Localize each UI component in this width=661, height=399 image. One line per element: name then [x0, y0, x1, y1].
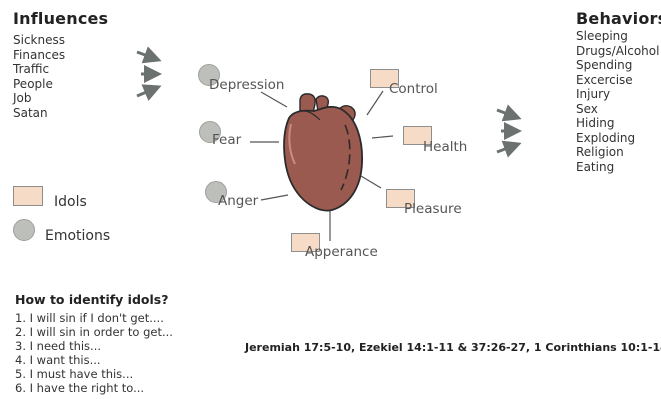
influence-arrows: [137, 52, 156, 96]
arrow-right-3: [497, 145, 516, 152]
connector-depression: [261, 92, 287, 107]
behaviors-title: Behaviors: [576, 9, 661, 28]
emotion-label-anger: Anger: [218, 193, 258, 209]
arrow-left-3: [137, 88, 156, 96]
howto-item: 2. I will sin in order to get...: [15, 325, 173, 339]
behavior-item: Sex: [576, 102, 659, 117]
howto-item: 5. I must have this...: [15, 367, 173, 381]
influence-item: Finances: [13, 48, 65, 63]
howto-item: 3. I need this...: [15, 339, 173, 353]
howto-item: 6. I have the right to...: [15, 381, 173, 395]
influences-title: Influences: [13, 9, 108, 28]
heart-icon: [284, 94, 362, 211]
connector-pleasure: [361, 176, 381, 188]
legend-emotions-label: Emotions: [45, 228, 110, 244]
idol-label-pleasure: Pleasure: [404, 201, 462, 217]
emotion-label-depression: Depression: [209, 77, 284, 93]
connector-control: [367, 91, 383, 115]
behavior-item: Exploding: [576, 131, 659, 146]
arrow-left-1: [137, 52, 156, 59]
howto-list: 1. I will sin if I don't get.... 2. I wi…: [15, 311, 173, 395]
howto-item: 1. I will sin if I don't get....: [15, 311, 173, 325]
behavior-item: Excercise: [576, 73, 659, 88]
legend-idol-swatch: [13, 186, 43, 206]
behavior-item: Injury: [576, 87, 659, 102]
influence-item: Satan: [13, 106, 65, 121]
influence-item: People: [13, 77, 65, 92]
scripture-references: Jeremiah 17:5-10, Ezekiel 14:1-11 & 37:2…: [245, 341, 661, 354]
connector-health: [372, 136, 393, 138]
influence-item: Job: [13, 91, 65, 106]
arrow-right-1: [497, 110, 516, 117]
behavior-item: Eating: [576, 160, 659, 175]
behavior-item: Religion: [576, 145, 659, 160]
behavior-item: Hiding: [576, 116, 659, 131]
connector-anger: [261, 195, 288, 200]
behaviors-list: Sleeping Drugs/Alcohol Spending Excercis…: [576, 29, 659, 174]
legend-idols-label: Idols: [54, 194, 87, 210]
idol-label-apperance: Apperance: [305, 244, 378, 260]
howto-item: 4. I want this...: [15, 353, 173, 367]
influences-list: Sickness Finances Traffic People Job Sat…: [13, 33, 65, 120]
howto-title: How to identify idols?: [15, 292, 168, 307]
influence-item: Sickness: [13, 33, 65, 48]
legend-emotion-swatch: [13, 219, 35, 241]
behavior-arrows: [497, 110, 516, 152]
behavior-item: Drugs/Alcohol: [576, 44, 659, 59]
idol-label-health: Health: [423, 139, 467, 155]
idol-label-control: Control: [389, 81, 438, 97]
emotion-label-fear: Fear: [212, 132, 241, 148]
behavior-item: Spending: [576, 58, 659, 73]
behavior-item: Sleeping: [576, 29, 659, 44]
influence-item: Traffic: [13, 62, 65, 77]
